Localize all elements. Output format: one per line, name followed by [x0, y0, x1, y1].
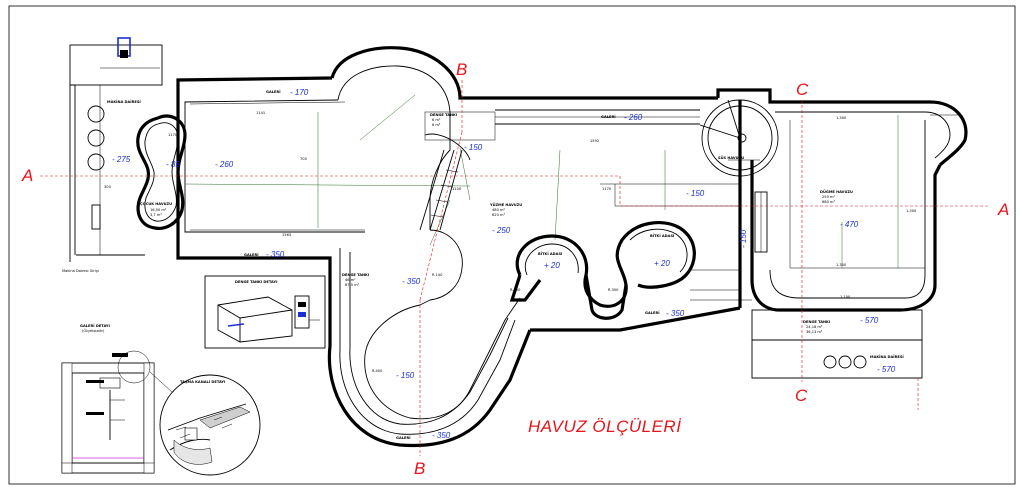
- svg-text:620 m³: 620 m³: [492, 213, 506, 217]
- level-label: - 170: [290, 88, 309, 97]
- svg-text:250 m²: 250 m²: [822, 195, 836, 199]
- level-label: - 350: [402, 277, 421, 286]
- level-label: - 570: [860, 316, 879, 325]
- level-label: - 150: [686, 189, 705, 198]
- svg-text:3,7 m³: 3,7 m³: [150, 213, 162, 217]
- level-label: - 150: [396, 371, 415, 380]
- right-pool: DÜĞME HAVUZU 250 m² 680 m³ DENGE TANKI 2…: [751, 111, 960, 379]
- section-marker-a-left: A: [21, 166, 33, 185]
- label-child-pool: ÇOCUK HAVUZU: [140, 202, 172, 206]
- label-machine-entry: Makina Dairesi Girişi: [62, 269, 99, 273]
- level-label: - 350: [432, 431, 451, 440]
- level-label: - 85: [166, 160, 180, 169]
- svg-text:36,13 m³: 36,13 m³: [806, 330, 823, 334]
- section-lines: [40, 80, 990, 456]
- svg-text:700: 700: [300, 157, 308, 161]
- label-balance-tank-1: DENGE TANKI: [430, 113, 457, 117]
- level-labels: - 275 - 85 - 260 - 170 - 350 - 150 - 260…: [112, 88, 896, 440]
- label-overflow-detail: TAŞMA KANALI DETAYI: [180, 380, 225, 384]
- section-marker-c-bottom: C: [795, 386, 808, 405]
- svg-text:1170: 1170: [602, 187, 612, 191]
- svg-text:R.300: R.300: [510, 288, 521, 292]
- dimension-marks: 1141 300 1563 1592 1170 1.300 1.300 1.30…: [104, 111, 917, 373]
- lower-lobe: DENGE TANKI 46 m² 67,5 m³: [339, 248, 516, 435]
- svg-text:46 m²: 46 m²: [345, 278, 356, 282]
- level-label: - 150: [464, 143, 483, 152]
- svg-text:1100: 1100: [452, 187, 462, 191]
- svg-text:1.300: 1.300: [836, 263, 847, 267]
- label-gallery-5: GALERİ: [396, 435, 411, 440]
- label-balance-tank-3: DENGE TANKI: [803, 320, 830, 324]
- svg-text:1563: 1563: [282, 233, 291, 237]
- detail-overflow-channel: TAŞMA KANALI DETAYI: [159, 374, 261, 476]
- label-plant-island-1: BİTKİ ADASI: [538, 251, 562, 256]
- svg-text:6 m³: 6 m³: [432, 123, 441, 127]
- svg-text:300: 300: [104, 185, 112, 189]
- level-label: - 470: [840, 220, 859, 229]
- drawing-title: HAVUZ ÖLÇÜLERİ: [528, 417, 681, 436]
- label-balance-tank-2: DENGE TANKI: [342, 273, 369, 277]
- label-plant-island-2: BİTKİ ADASI: [650, 233, 674, 238]
- detail-balance-tank: DENGE TANKI DETAYI: [204, 275, 326, 349]
- label-machine-room: MAKİNA DAİRESİ: [107, 99, 141, 104]
- svg-text:1.300: 1.300: [906, 209, 917, 213]
- label-duck-pool: DÜĞME HAVUZU: [820, 189, 853, 194]
- plant-islands: BİTKİ ADASI BİTKİ ADASI: [509, 221, 752, 320]
- level-label: + 20: [654, 259, 670, 268]
- svg-text:R.400: R.400: [372, 369, 383, 373]
- detail-gallery: GALERİ DETAYI (Ölçeksizdir): [61, 323, 173, 474]
- level-label: - 260: [624, 113, 643, 122]
- svg-text:R.300: R.300: [608, 288, 619, 292]
- label-swimming-pool: YÜZME HAVUZU: [489, 202, 522, 207]
- label-gallery-4: GALERİ: [645, 310, 660, 315]
- label-gallery-detail: GALERİ DETAYI: [80, 323, 110, 328]
- main-pool-inner: DENGE TANKI 6 m² 6 m³ YÜZME HAVUZU 480 m…: [184, 65, 740, 420]
- level-label: - 260: [215, 160, 234, 169]
- label-gallery-1: GALERİ: [266, 89, 281, 94]
- machine-room-left: MAKİNA DAİRESİ Makina Dairesi Girişi: [62, 37, 163, 273]
- level-label: - 350: [266, 250, 285, 259]
- label-gallery-2: GALERİ: [601, 114, 616, 119]
- section-marker-c-top: C: [796, 80, 809, 99]
- level-label: - 150: [739, 229, 748, 248]
- pool-outer-wall: [176, 46, 968, 448]
- section-marker-a-right: A: [997, 200, 1009, 219]
- svg-text:16,50 m²: 16,50 m²: [150, 208, 167, 212]
- level-label: - 275: [112, 155, 131, 164]
- svg-text:1.300: 1.300: [836, 116, 847, 120]
- svg-text:480 m²: 480 m²: [492, 208, 506, 212]
- label-decorative-pool: SÜS HAVUZU: [718, 155, 744, 160]
- label-balance-tank-detail: DENGE TANKI DETAYI: [235, 280, 277, 284]
- label-machine-room-right: MAKİNA DAİRESİ: [870, 354, 904, 359]
- level-label: - 350: [666, 309, 685, 318]
- decorative-pool: SÜS HAVUZU: [699, 99, 779, 253]
- section-marker-b-bottom: B: [414, 459, 425, 478]
- svg-text:6 m²: 6 m²: [432, 118, 441, 122]
- svg-text:1141: 1141: [256, 111, 265, 115]
- svg-text:R.140: R.140: [432, 273, 443, 277]
- level-label: - 250: [492, 226, 511, 235]
- svg-text:1.100: 1.100: [840, 295, 851, 299]
- svg-text:24,18 m²: 24,18 m²: [806, 325, 823, 329]
- label-gallery-3: GALERİ: [244, 252, 259, 257]
- section-marker-b-top: B: [456, 60, 467, 79]
- drawing-frame: [8, 5, 1016, 485]
- level-label: + 20: [544, 261, 560, 270]
- svg-text:67,5 m³: 67,5 m³: [345, 283, 360, 287]
- child-pool: ÇOCUK HAVUZU 16,50 m² 3,7 m³: [136, 114, 187, 230]
- svg-text:1592: 1592: [590, 139, 599, 143]
- svg-text:1170: 1170: [168, 133, 178, 137]
- svg-text:680 m³: 680 m³: [822, 200, 836, 204]
- level-label: - 570: [877, 365, 896, 374]
- label-unscaled: (Ölçeksizdir): [82, 328, 105, 333]
